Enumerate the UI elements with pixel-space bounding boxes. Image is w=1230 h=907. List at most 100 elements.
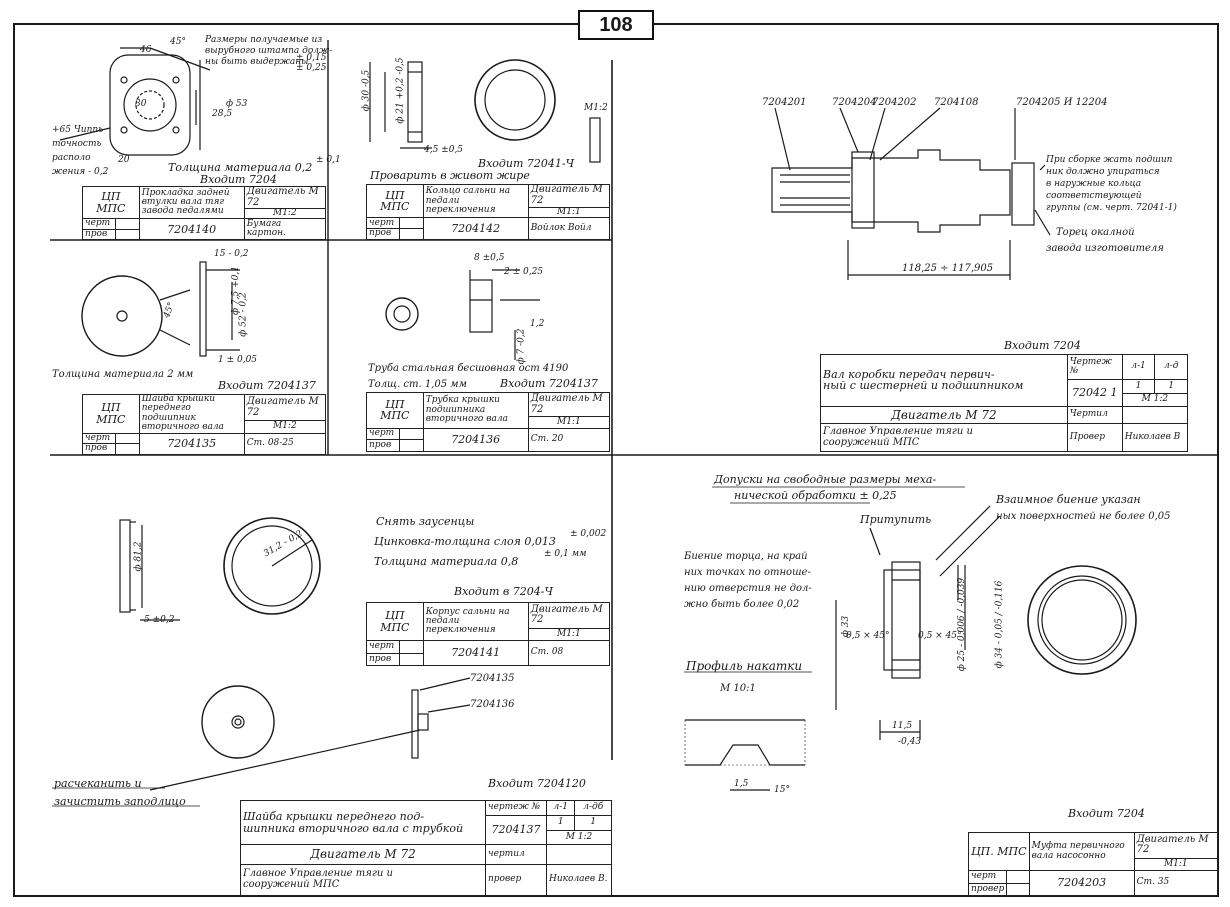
blunt-note: Притупить [860, 513, 932, 526]
note-stamp-3: ны быть выдержаны [205, 57, 309, 67]
label-7204201: 7204201 [762, 97, 807, 108]
title-block-7204136: ЦП МПС Трубка крышки подшипника вторично… [366, 391, 611, 453]
ring-7204142-drawing [369, 59, 601, 163]
enters-7204141: Входит в 7204-Ч [454, 585, 554, 598]
dim-46: 46 [140, 45, 152, 55]
tol-stamp-2: ± 0,25 [296, 63, 327, 73]
dim-15-angle: 15° [774, 785, 790, 795]
sheet-frame [13, 23, 1219, 897]
label-7204202: 7204202 [872, 97, 917, 108]
enters-7204203: Входит 7204 [1068, 807, 1145, 820]
tol-left-4: жения - 0,2 [52, 167, 109, 177]
title-block-7204135: ЦП МПС Шайба крышки переднего подшипник … [82, 393, 327, 455]
flange-7204140-drawing [59, 47, 211, 156]
dim-1-2-tube: 1,2 [530, 319, 545, 329]
tol-left-3: располо [52, 153, 91, 163]
enters-7204201: Входит 7204 [1004, 339, 1081, 352]
tube-note-1: Труба стальная бесшовная ост 4190 [368, 363, 569, 374]
tol-left-2: точность [52, 139, 102, 149]
dim-2-tube: 2 ± 0,25 [504, 267, 544, 277]
title-block-7204201: Вал коробки передач первич-ный с шестерн… [820, 353, 1189, 452]
dim-30: 30 [135, 99, 147, 109]
housing-7204141-drawing [119, 517, 321, 621]
shaft-note-2: ник должно упираться [1046, 167, 1160, 177]
title-block-7204137: Шайба крышки переднего под-шипника втори… [240, 799, 612, 897]
enters-7204142: Входит 72041-Ч [478, 157, 575, 170]
housing-note-2: Цинковка-толщина слоя 0,013 [374, 535, 556, 548]
dim-28-5: 28,5 [212, 109, 233, 119]
shaft-note-7: завода изготовителя [1046, 243, 1164, 254]
shaft-note-1: При сборке жать подшип [1046, 155, 1173, 165]
housing-note-1: Снять заусенцы [376, 515, 475, 528]
profile-title: Профиль накатки [686, 659, 803, 673]
face-note-3: нию отверстия не дол- [684, 583, 812, 594]
tol-stamp-1: ± 0,15 [296, 53, 327, 63]
enters-7204136: Входит 7204137 [500, 377, 598, 390]
dim-52-washer: ф 52 - 0,2 [238, 292, 249, 337]
dim-5-housing: 5 ±0,2 [144, 615, 175, 625]
stake-note-1: расчеканить и [54, 777, 142, 790]
tolerance-note-2: нической обработки ± 0,25 [734, 489, 897, 502]
dim-chamfer-sleeve-b: 0,5 × 45° [918, 631, 962, 641]
dim-81-housing: ф 81,2 [133, 541, 144, 572]
page-number: 108 [578, 10, 654, 40]
title-block-7204141: ЦП МПС Корпус сальни на педали переключе… [366, 601, 611, 667]
dim-21-ring: ф 21 +0,2 -0,5 [395, 57, 406, 124]
housing-note-3-tol: ± 0,1 мм [544, 549, 587, 559]
face-note-1: Биение торца, на край [684, 551, 808, 562]
dim-043-sleeve: -0,43 [898, 737, 922, 747]
dim-15-washer: 15 - 0,2 [214, 249, 249, 259]
runout-note-1: Взаимное биение указан [996, 493, 1141, 506]
shaft-note-3: в наружные кольца [1046, 179, 1142, 189]
face-note-2: них точках по отноше- [684, 567, 811, 578]
note-ring: Проварить в живот жире [370, 169, 530, 182]
enters-7204135: Входит 7204137 [218, 379, 316, 392]
title-block-7204142: ЦП МПС Кольцо сальни на педали переключе… [366, 183, 611, 240]
dim-8-tube: 8 ±0,5 [474, 253, 505, 263]
label-7204108: 7204108 [934, 97, 979, 108]
housing-note-3: Толщина материала 0,8 [374, 555, 519, 568]
tolerance-note-1: Допуски на свободные размеры меха- [714, 473, 937, 486]
shaft-note-4: соответствующей [1046, 191, 1142, 201]
dim-30-ring: ф 30 -0,5 [361, 69, 372, 112]
enters-7204137: Входит 7204120 [488, 777, 586, 790]
runout-note-2: ных поверхностей не более 0,05 [996, 511, 1171, 522]
dim-shaft-length: 118,25 ÷ 117,905 [902, 263, 994, 274]
shaft-7204201-drawing [771, 107, 1051, 280]
dim-7-tube: ф 7 -0,2 [516, 328, 527, 365]
tol-left-1: +65 Чиппь [52, 125, 104, 135]
shaft-note-6: Торец окалной [1056, 227, 1135, 238]
thickness-washer: Толщина материала 2 мм [52, 369, 194, 380]
stake-note-2: зачистить заподлицо [54, 795, 186, 808]
dim-34-sleeve: ф 34 - 0,05 / -0,116 [994, 580, 1005, 669]
dim-1-washer: 1 ± 0,05 [218, 355, 258, 365]
note-stamp-2: вырубного штампа долж- [205, 46, 333, 56]
label-7204136-ref: 7204136 [470, 699, 515, 710]
enters-7204140: Входит 7204 [200, 173, 277, 186]
scale-ring: М1:2 [584, 103, 608, 113]
thickness-note: Толщина материала 0,2 [168, 161, 313, 174]
title-block-7204140: ЦП МПС Прокладка задней втулки вала тяг … [82, 185, 327, 241]
face-note-4: жно быть более 0,02 [684, 599, 800, 610]
title-block-7204203: ЦП. МПС Муфта первичного вала насосонно … [967, 831, 1219, 897]
dim-4-5-ring: 4,5 ±0,5 [424, 145, 464, 155]
housing-note-2-tol: ± 0,002 [570, 529, 607, 539]
label-7204135-ref: 7204135 [470, 673, 515, 684]
dim-53: ф 53 [226, 99, 248, 109]
tube-7204136-drawing [385, 269, 540, 360]
shaft-note-5: группы (см. черт. 72041-1) [1046, 203, 1177, 213]
label-7204204: 7204204 [832, 97, 877, 108]
thickness-tol: ± 0,1 [316, 155, 341, 165]
dim-25-sleeve: ф 25 - 0,006 / -0,039 [957, 577, 968, 672]
washer-tube-7204137-drawing [149, 677, 471, 791]
profile-scale: М 10:1 [720, 683, 756, 694]
washer-7204135-drawing [81, 261, 240, 357]
dim-20: 20 [118, 155, 130, 165]
dim-chamfer-sleeve: 0,5 × 45° [846, 631, 890, 641]
sleeve-7204203-drawing [684, 505, 1137, 791]
tube-note-2: Толщ. ст. 1,05 мм [368, 379, 467, 390]
dim-11-5-sleeve: 11,5 [892, 721, 913, 731]
dim-angle: 45° [170, 37, 186, 47]
dim-1-5-profile: 1,5 [734, 779, 749, 789]
